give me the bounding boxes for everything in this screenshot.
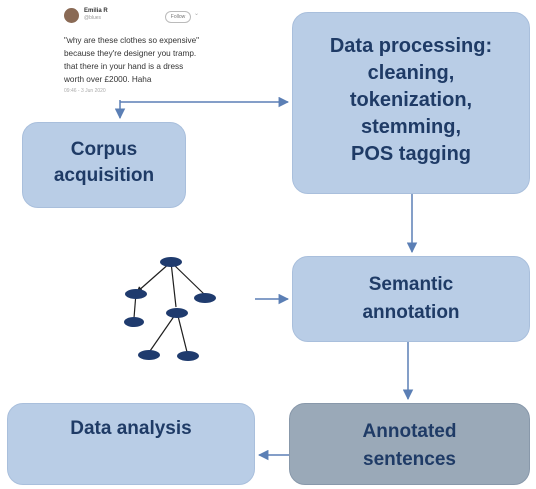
data-processing-box: Data processing: cleaning, tokenization,…: [292, 12, 530, 194]
box-line: Semantic: [368, 274, 454, 295]
tweet-card: Emilia R @blues Follow ⌄ "why are these …: [58, 0, 208, 100]
data-analysis-box: Data analysis: [7, 403, 255, 485]
chevron-down-icon: ⌄: [194, 11, 200, 17]
tree-node: [138, 350, 160, 360]
box-line: POS tagging: [351, 143, 471, 165]
box-line: Corpus: [70, 139, 138, 160]
avatar: [64, 8, 79, 23]
box-line: cleaning,: [367, 62, 455, 84]
box-line: annotation: [362, 302, 460, 323]
tree-node: [160, 257, 182, 267]
tweet-handle: @blues: [84, 15, 102, 21]
follow-button: Follow: [165, 11, 191, 23]
box-line: Data processing:: [329, 35, 493, 57]
corpus-acquisition-box: Corpus acquisition: [22, 122, 186, 208]
tree-node: [124, 317, 144, 327]
tree-node: [177, 351, 199, 361]
tree-node: [166, 308, 188, 318]
box-line: Data analysis: [70, 418, 192, 439]
tree-node: [194, 293, 216, 303]
box-line: tokenization,: [349, 89, 473, 111]
tweet-author: Emilia R: [84, 8, 108, 14]
tree-node: [125, 289, 147, 299]
annotated-sentences-box: Annotated sentences: [289, 403, 530, 485]
box-line: sentences: [363, 449, 456, 470]
tweet-timestamp: 09:46 - 3 Jun 2020: [64, 88, 106, 94]
semantic-annotation-box: Semantic annotation: [292, 256, 530, 342]
tweet-text: "why are these clothes so expensive" bec…: [64, 36, 200, 84]
box-line: Annotated: [362, 421, 457, 442]
dependency-tree-icon: [124, 257, 216, 361]
box-line: stemming,: [360, 116, 462, 138]
box-line: acquisition: [53, 165, 155, 186]
